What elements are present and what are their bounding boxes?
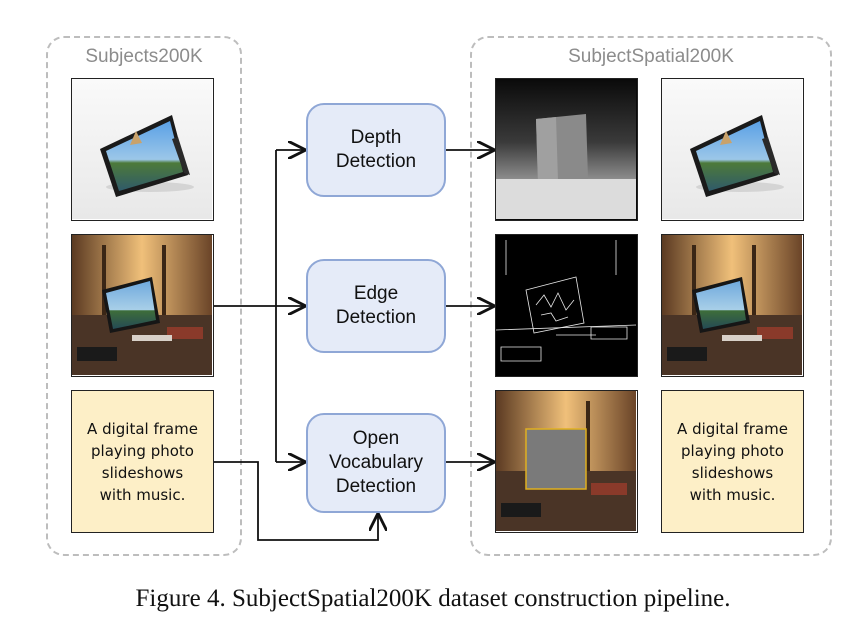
subjectspatial200k-group (470, 36, 832, 556)
desk-scene-output-image (661, 234, 804, 377)
open-vocabulary-detection-box: Open Vocabulary Detection (306, 413, 446, 513)
output-caption: A digital frame playing photo slideshows… (661, 390, 804, 533)
input-caption: A digital frame playing photo slideshows… (71, 390, 214, 533)
masked-detection-image (495, 390, 638, 533)
caption-to-ovd-line (214, 461, 378, 541)
tablet-product-image (71, 78, 214, 221)
edge-detection-box: Edge Detection (306, 259, 446, 353)
subjects200k-group (46, 36, 242, 556)
figure-caption: Figure 4. SubjectSpatial200K dataset con… (135, 585, 731, 612)
depth-map-image (495, 78, 638, 221)
tablet-output-image (661, 78, 804, 221)
edge-map-image (495, 234, 638, 377)
desk-scene-image (71, 234, 214, 377)
subjects200k-title: Subjects200K (64, 46, 224, 68)
depth-detection-box: Depth Detection (306, 103, 446, 197)
subjectspatial200k-title: SubjectSpatial200K (540, 46, 762, 68)
